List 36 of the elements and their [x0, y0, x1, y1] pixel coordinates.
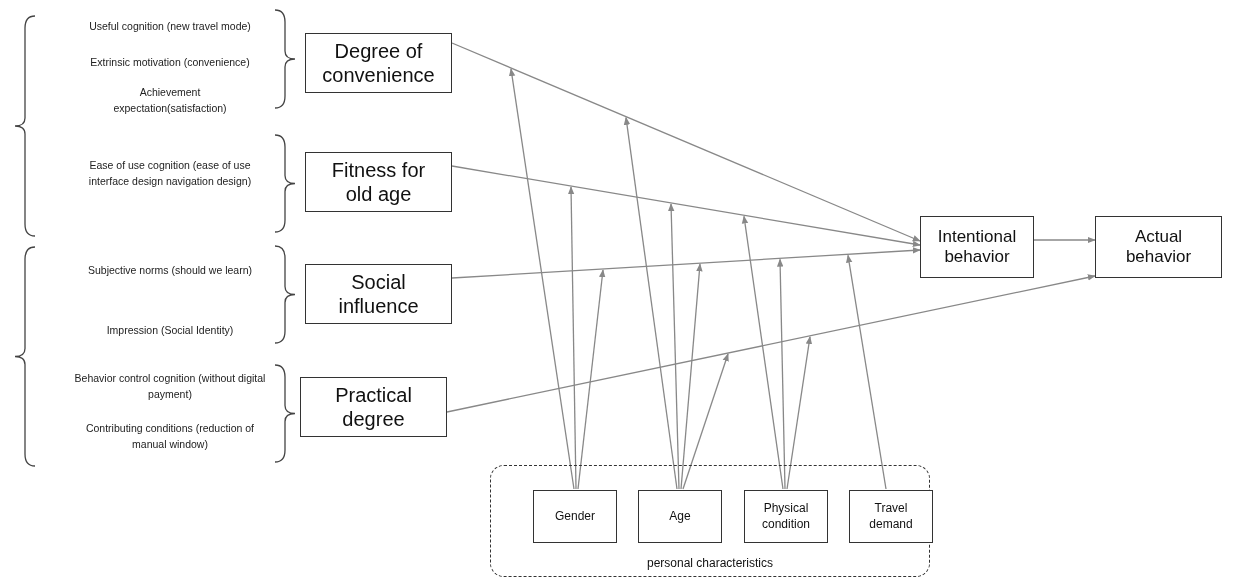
construct-box: Fitness for old age [305, 152, 452, 212]
factor-label: Ease of use cognition (ease of use interface design navigation design) [87, 158, 253, 190]
arrow [451, 247, 921, 279]
arrow [846, 254, 887, 490]
factor-label: Extrinsic motivation (convenience) [89, 55, 251, 70]
factor-label: Impression (Social Identity) [105, 323, 235, 338]
factor-box: Travel demand [849, 490, 933, 543]
construct-box: Degree of convenience [305, 33, 452, 93]
arrow [508, 68, 575, 490]
factor-box: Physical condition [744, 490, 828, 543]
arrow [567, 186, 577, 490]
group-title: personal characteristics [646, 556, 774, 570]
arrow [786, 336, 813, 490]
factor-box: Age [638, 490, 722, 543]
construct-box: Practical degree [300, 377, 447, 437]
arrow [446, 274, 1096, 413]
factor-box: Gender [533, 490, 617, 543]
group-box [490, 465, 930, 577]
factor-label: Contributing conditions (reduction of manual window) [84, 421, 256, 453]
arrow [741, 215, 784, 490]
arrow [680, 263, 703, 490]
factor-label: Behavior control cognition (without digital payment) [73, 371, 267, 403]
arrow [776, 258, 786, 490]
construct-box: Social influence [305, 264, 452, 324]
arrow [577, 269, 606, 490]
arrow [1033, 236, 1096, 244]
arrow [682, 353, 729, 490]
factor-label: Subjective norms (should we learn) [87, 263, 253, 278]
factor-label: Useful cognition (new travel mode) [88, 19, 252, 34]
arrow [668, 203, 680, 490]
arrow [451, 42, 921, 242]
factor-label: Achievement expectation(satisfaction) [112, 85, 228, 117]
behavior-box: Actual behavior [1095, 216, 1222, 278]
arrow [623, 116, 678, 490]
arrow [451, 165, 921, 247]
behavior-box: Intentional behavior [920, 216, 1034, 278]
